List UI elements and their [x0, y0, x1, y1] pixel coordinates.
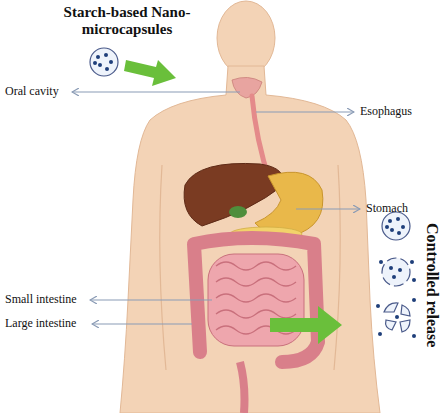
capsule-broken [376, 298, 416, 338]
arm-line [334, 165, 340, 370]
organ-label: Esophagus [360, 105, 412, 119]
leader-line [72, 91, 240, 92]
leader-line [92, 323, 192, 324]
intake-arrow [124, 60, 176, 86]
capsule-title: Starch-based Nano-microcapsules [52, 4, 202, 39]
capsule-intact [382, 212, 410, 240]
leader-line [256, 111, 354, 112]
torso [120, 66, 380, 413]
organ-label: Large intestine [5, 317, 76, 331]
stomach [255, 172, 323, 236]
capsule-icon [90, 48, 118, 76]
head [217, 1, 275, 75]
gallbladder [229, 206, 247, 218]
organ-label: Small intestine [5, 293, 77, 307]
organ-label: Oral cavity [5, 85, 59, 99]
rectum [240, 362, 245, 413]
organ-label: Stomach [366, 202, 408, 216]
arm-line [160, 165, 166, 370]
leader-line [90, 299, 212, 300]
capsule-releasing [379, 258, 416, 286]
leader-line [296, 208, 360, 209]
oral-cavity [232, 77, 262, 98]
process-label: Controlled release [423, 223, 441, 347]
release-arrow [270, 306, 342, 344]
small-intestine [208, 254, 304, 346]
large-intestine [194, 238, 318, 362]
